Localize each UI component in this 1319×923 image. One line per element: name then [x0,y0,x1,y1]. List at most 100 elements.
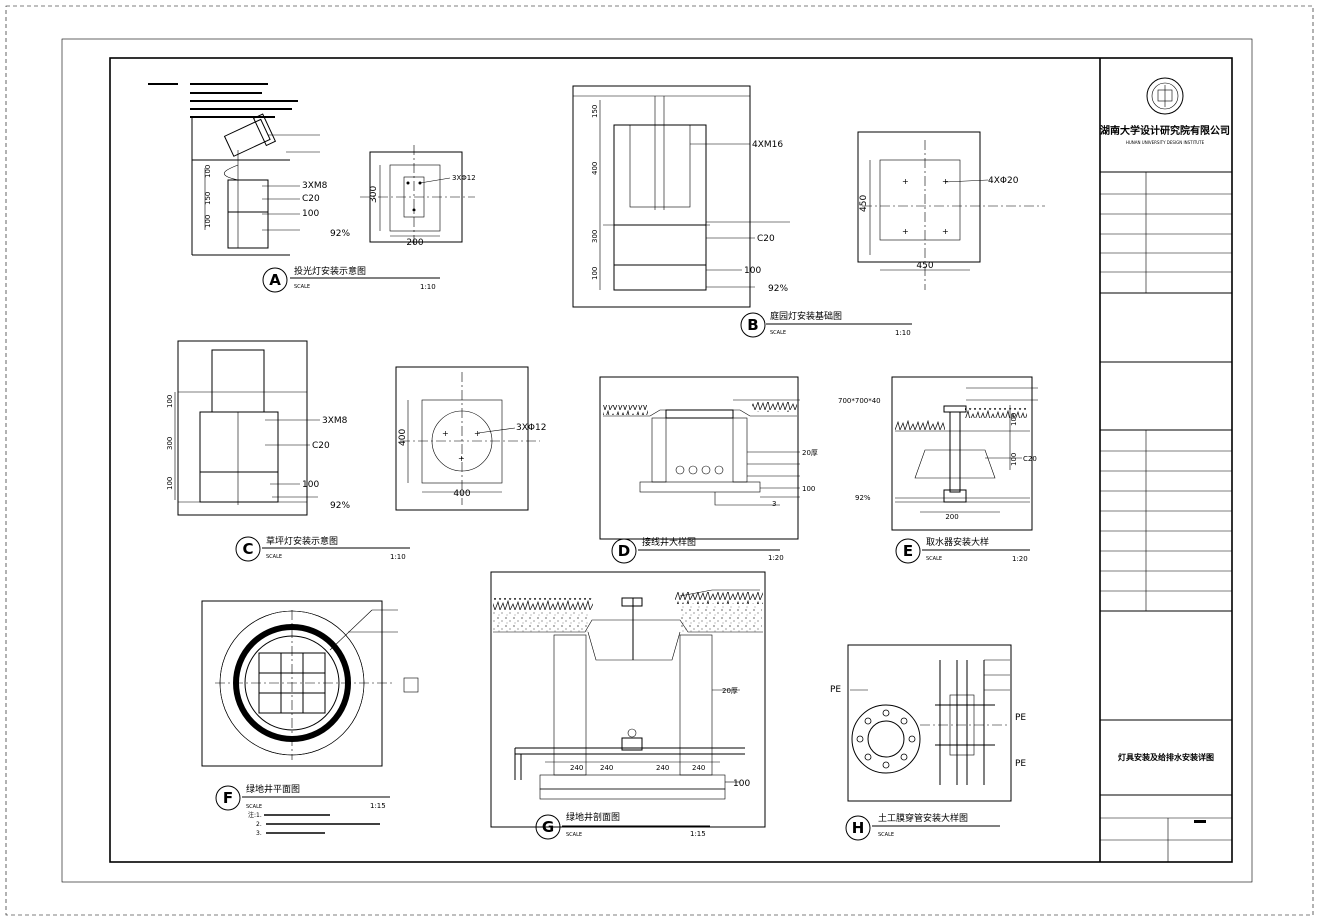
detail-d-label-compact: 92% [855,494,871,502]
detail-b-dim-2: 400 [591,162,599,175]
detail-c-label-compact: 92% [330,501,350,511]
detail-e-title: E 取水器安装大样 SCALE 1:20 [895,536,1030,564]
detail-b-label-anchor: 4XM16 [752,140,783,150]
detail-h-detail: PE PE PE [830,644,1026,802]
detail-c-plan-w: 400 [453,489,470,499]
svg-text:接线井大样图: 接线井大样图 [642,536,696,548]
detail-f-title: F 绿地井平面图 SCALE 1:15 注:1. 2. 3. [215,783,390,837]
detail-f-bubble [215,785,241,811]
detail-g-bubble [535,814,561,840]
svg-text:SCALE: SCALE [266,554,282,560]
detail-a-label-gravel: 100 [302,209,319,219]
svg-text:B: B [747,316,758,334]
svg-text:SCALE: SCALE [926,556,942,562]
svg-text:草坪灯安装示意图: 草坪灯安装示意图 [266,535,338,547]
detail-a-bubble [262,267,288,293]
svg-text:SCALE: SCALE [770,330,786,336]
detail-a-title: A 投光灯安装示意图 SCALE 1:10 [262,265,440,293]
svg-text:SCALE: SCALE [878,832,894,838]
detail-a-plan: 300 200 3XΦ12 [360,145,476,248]
detail-f-note-3: 3. [256,830,262,837]
svg-text:D: D [618,542,630,560]
detail-f-note-1: 注:1. [248,811,262,819]
detail-a-label-concrete: C20 [302,194,320,204]
detail-d-label-n: 3 [772,500,776,508]
svg-text:庭园灯安装基础图: 庭园灯安装基础图 [770,310,842,322]
svg-text:土工膜穿管安装大样图: 土工膜穿管安装大样图 [878,812,968,824]
detail-e-dim-2: 100 [1010,453,1018,466]
svg-text:E: E [903,542,913,560]
svg-text:1:10: 1:10 [895,329,911,337]
svg-text:+: + [458,454,465,463]
svg-text:SCALE: SCALE [246,804,262,810]
svg-text:绿地井剖面图: 绿地井剖面图 [566,811,620,823]
detail-a-label-anchor: 3XM8 [302,181,328,191]
svg-text:1:10: 1:10 [420,283,436,291]
detail-d-label-base: 100 [802,485,815,493]
detail-b-title: B 庭园灯安装基础图 SCALE 1:10 [740,310,912,338]
detail-a-plan-w: 200 [406,238,423,248]
title-block [1099,58,1232,862]
svg-text:+: + [902,177,909,186]
svg-text:G: G [542,818,554,836]
svg-text:1:20: 1:20 [768,554,784,562]
drawing-frame [109,57,1233,863]
detail-f-plan [201,600,419,767]
detail-h-label-pe3: PE [1015,759,1026,769]
svg-text:+: + [442,429,449,438]
svg-text:+: + [902,227,909,236]
detail-h-title: H 土工膜穿管安装大样图 SCALE [845,812,1000,841]
company-logo [1146,77,1184,115]
detail-b-section: 150 400 300 100 4XM16 C20 100 92% [572,85,790,308]
detail-c-label-gravel: 100 [302,480,319,490]
svg-text:+: + [942,177,949,186]
detail-c-label-anchor: 3XM8 [322,416,348,426]
detail-a-label-compact: 92% [330,229,350,239]
sheet-outer-border [5,5,1314,916]
svg-text:绿地井平面图: 绿地井平面图 [246,783,300,795]
detail-f-note-2: 2. [256,821,262,828]
svg-text:1:20: 1:20 [1012,555,1028,563]
detail-g-dim-3: 240 [656,764,669,772]
detail-d-label-wall: 20厚 [802,449,818,457]
svg-text:SCALE: SCALE [566,832,582,838]
detail-c-title: C 草坪灯安装示意图 SCALE 1:10 [235,535,410,562]
svg-text:F: F [223,789,233,807]
detail-a-dim-1: 100 [204,165,212,178]
detail-a-plan-anchor: 3XΦ12 [452,174,476,182]
detail-g-dim-1: 240 [570,764,583,772]
detail-b-plan: + + + + 4XΦ20 450 450 [857,131,1045,290]
detail-a-plan-h: 300 [369,186,379,203]
detail-c-bubble [235,536,261,562]
detail-b-label-compact: 92% [768,284,788,294]
detail-b-dim-1: 150 [591,105,599,118]
svg-text:1:15: 1:15 [370,802,386,810]
detail-g-title: G 绿地井剖面图 SCALE 1:15 [535,811,710,840]
detail-c-label-concrete: C20 [312,441,330,451]
detail-e-dim-1: 100 [1010,413,1018,426]
sheet-title: 灯具安装及给排水安装详图 [1118,752,1214,762]
detail-b-dim-3: 300 [591,230,599,243]
detail-g-label-base: 100 [733,779,750,789]
detail-c-dim-3: 100 [166,477,174,490]
detail-g-section: 240 240 240 240 20厚 100 [490,571,766,828]
detail-c-dim-1: 100 [166,395,174,408]
detail-a-section: 100 150 100 3XM8 C20 100 92% [148,83,350,256]
detail-b-bubble [740,312,766,338]
detail-b-plan-w: 450 [916,261,933,271]
detail-e-width: 200 [945,513,958,521]
detail-a-notes [148,83,298,118]
svg-text:A: A [269,271,281,289]
detail-a-dim-2: 150 [204,192,212,205]
detail-b-plan-h: 450 [859,195,869,212]
svg-text:+: + [942,227,949,236]
detail-c-plan-h: 400 [398,429,408,446]
svg-text:投光灯安装示意图: 投光灯安装示意图 [294,265,366,277]
detail-c-plan-anchor: 3XΦ12 [516,423,546,433]
detail-b-plan-anchor: 4XΦ20 [988,176,1019,186]
detail-d-section: 700*700*40 20厚 100 92% 3 [599,376,881,540]
detail-e-label-concrete: C20 [1023,455,1037,463]
company-name: 湖南大学设计研究院有限公司 [1100,124,1230,137]
detail-g-dim-4: 240 [692,764,705,772]
